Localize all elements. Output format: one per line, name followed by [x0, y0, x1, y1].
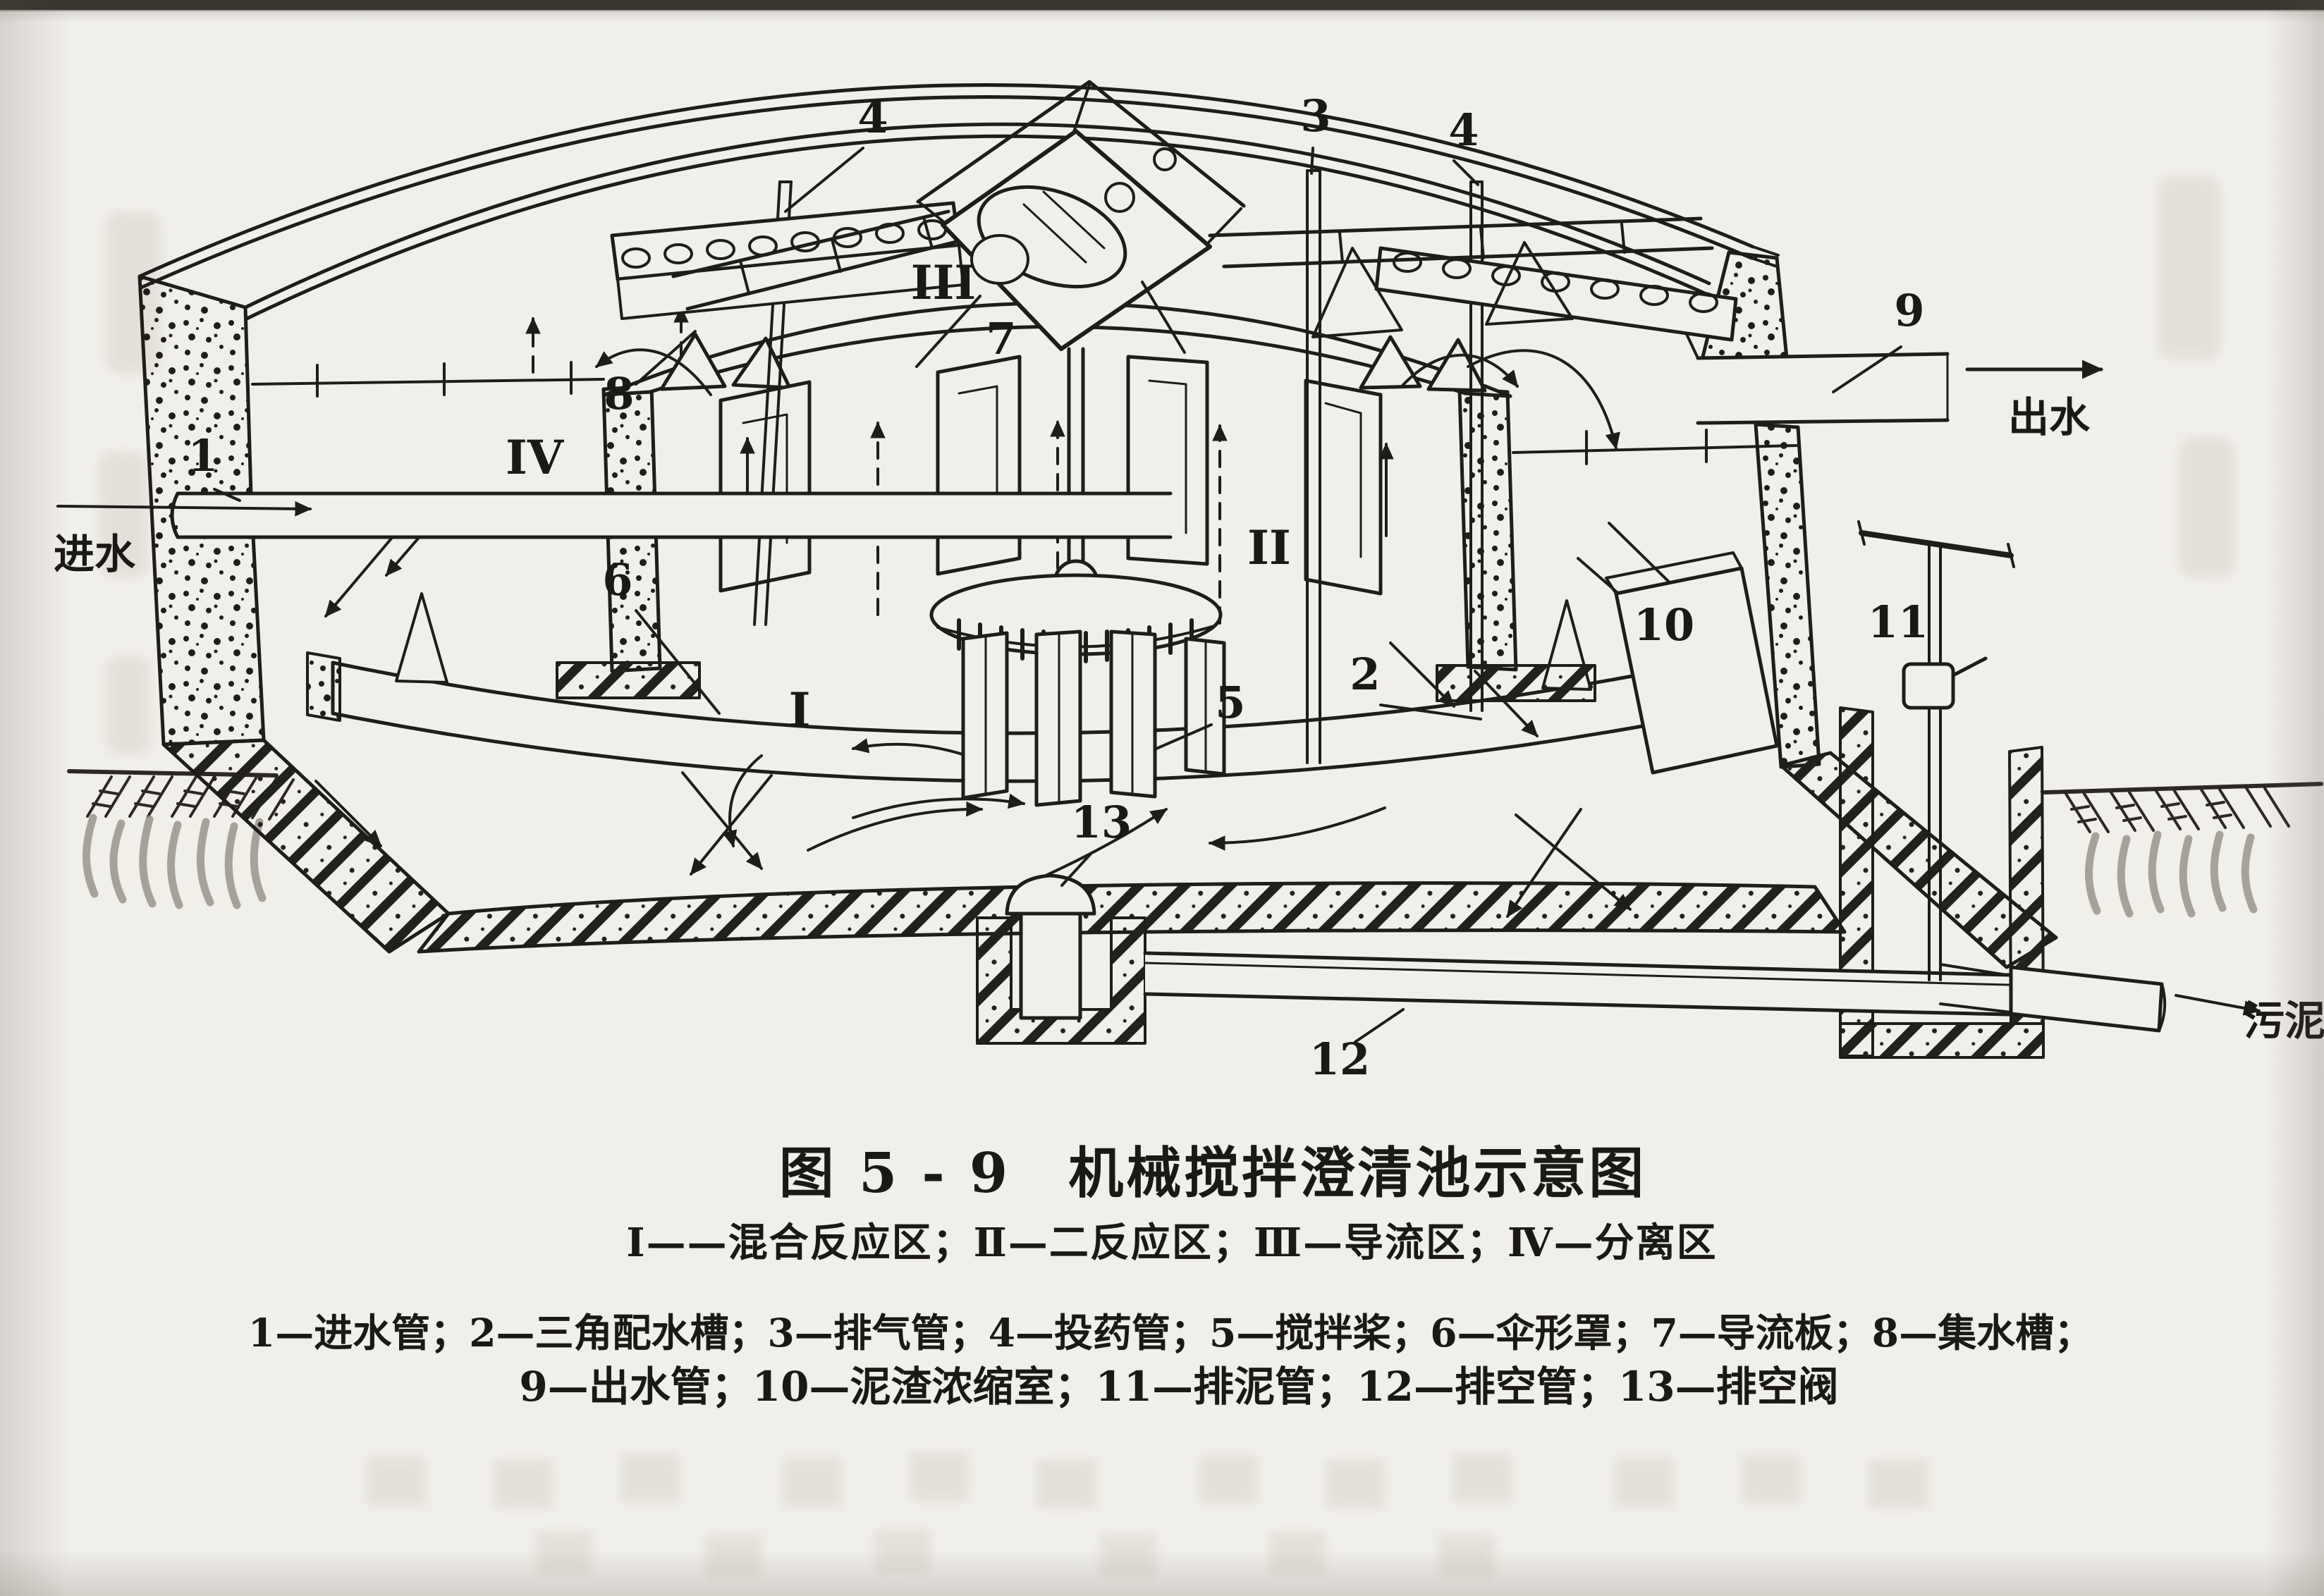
callout-10: 10: [1634, 599, 1694, 651]
callout-leaders: [213, 147, 1902, 1043]
callout-5: 5: [1215, 677, 1245, 728]
paper-bleed-ghosts: [99, 176, 2235, 1578]
zone-label-3: III: [911, 255, 977, 310]
motor-bridge: [915, 80, 1246, 368]
callout-9: 9: [1894, 285, 1924, 336]
figure-zone-legend: Ⅰ——混合反应区；Ⅱ—二反应区；Ⅲ—导流区；Ⅳ—分离区: [626, 1220, 1718, 1266]
figure-caption-title: 图 5 - 9 机械搅拌澄清池示意图: [778, 1141, 1647, 1205]
drain-valve-13: [1005, 873, 1096, 1020]
sludge-label: 污泥: [2244, 997, 2324, 1045]
figure-parts-legend-1: 1—进水管；2—三角配水槽；3—排气管；4—投药管；5—搅拌桨；6—伞形罩；7—…: [247, 1310, 2093, 1356]
outlet-pipe: [1685, 333, 1950, 425]
zone-label-1: I: [789, 682, 811, 737]
vent-pipe: [1306, 169, 1321, 764]
callout-6: 6: [602, 554, 632, 606]
callout-4-right: 4: [1448, 104, 1479, 156]
callout-2: 2: [1350, 649, 1380, 700]
sludge-flow-arrow: [2175, 994, 2261, 1016]
sludge-valve-11: [1857, 520, 2015, 1014]
outlet-label: 出水: [2008, 393, 2091, 441]
callout-1: 1: [188, 430, 218, 481]
callout-8: 8: [604, 368, 634, 419]
callout-13: 13: [1071, 797, 1132, 848]
inlet-pipe: [170, 491, 1173, 539]
left-wall-slope: [161, 738, 451, 954]
callout-11: 11: [1868, 596, 1928, 648]
scan-edge-strip: [0, 0, 2324, 10]
thickener-box: [1605, 551, 1779, 775]
callout-4-left: 4: [857, 92, 888, 143]
motor: [970, 182, 1135, 289]
zone-label-2: II: [1247, 520, 1291, 575]
drain-pipe-12: [1143, 951, 2038, 1017]
figure-parts-legend-2: 9—出水管；10—泥渣浓缩室；11—排泥管；12—排空管；13—排空阀: [519, 1363, 1839, 1411]
callout-12: 12: [1309, 1033, 1370, 1085]
inlet-flow-arrow: [56, 501, 312, 517]
ground-hatch-right: [2043, 782, 2323, 918]
reaction-drum: [556, 301, 1596, 702]
zone-label-4: IV: [506, 430, 565, 485]
callout-3: 3: [1300, 90, 1331, 142]
inlet-label: 进水: [54, 530, 136, 578]
sludge-outlet-pipe: [2009, 965, 2167, 1033]
sludge-chamber: [1839, 706, 2045, 1059]
walkway-beams: [671, 209, 1714, 338]
water-level-lines: [251, 361, 1798, 465]
callout-7: 7: [986, 313, 1016, 364]
impeller: [929, 347, 1226, 807]
